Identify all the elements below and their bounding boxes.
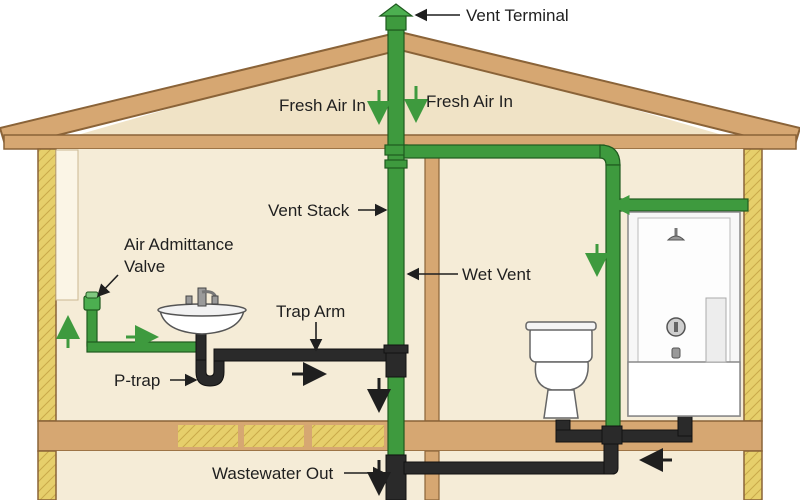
- building-drain-riser: [603, 437, 619, 475]
- drain-hub: [383, 344, 409, 354]
- vent-stack-pipe: [387, 29, 405, 351]
- trap-arm-pipe: [213, 348, 395, 362]
- label-trap-arm: Trap Arm: [276, 302, 345, 321]
- label-vent-terminal: Vent Terminal: [466, 6, 569, 25]
- bathtub-shower-icon: [627, 211, 741, 417]
- leader-lines: [96, 8, 460, 480]
- fixture-tee: [601, 425, 623, 445]
- fixture-drain-horizontal: [555, 429, 693, 443]
- basement-right-wall: [743, 450, 763, 500]
- vent-stack-hub-2: [384, 159, 408, 169]
- toilet-icon: [525, 321, 597, 419]
- basement-left-wall: [37, 450, 57, 500]
- sink-icon: [157, 287, 247, 335]
- building-drain: [403, 461, 615, 475]
- leader-aav: [96, 274, 119, 298]
- label-fresh-air-right: Fresh Air In: [426, 92, 513, 111]
- interior-stud-wall: [424, 148, 440, 422]
- floor-insulation-3: [312, 425, 384, 447]
- label-p-trap: P-trap: [114, 371, 160, 390]
- right-outer-wall: [743, 148, 763, 422]
- left-outer-wall: [37, 148, 57, 422]
- label-air-admittance-line1: Air Admittance: [124, 235, 234, 254]
- shower-vent-branch: [619, 198, 749, 212]
- label-wastewater-out: Wastewater Out: [212, 464, 334, 483]
- aav-riser: [86, 307, 98, 347]
- vent-cap-icon: [378, 3, 414, 31]
- vent-branch-horizontal: [403, 144, 605, 159]
- vent-stack-lower: [387, 374, 405, 456]
- air-admittance-valve-icon: [83, 291, 101, 311]
- left-inner-panel: [55, 149, 79, 301]
- label-vent-stack: Vent Stack: [268, 201, 350, 220]
- labels: Vent Terminal Fresh Air In Fresh Air In …: [114, 6, 569, 483]
- label-air-admittance-line2: Valve: [124, 257, 165, 276]
- basement-drain-fitting: [385, 454, 407, 500]
- label-fresh-air-left: Fresh Air In: [279, 96, 366, 115]
- tub-drain: [677, 415, 693, 437]
- label-wet-vent: Wet Vent: [462, 265, 531, 284]
- basement-stud: [424, 450, 440, 500]
- floor-insulation-1: [178, 425, 238, 447]
- flow-arrows: [56, 86, 672, 496]
- aav-horizontal: [86, 341, 202, 353]
- floor-insulation-2: [244, 425, 304, 447]
- drain-piping: [195, 329, 693, 500]
